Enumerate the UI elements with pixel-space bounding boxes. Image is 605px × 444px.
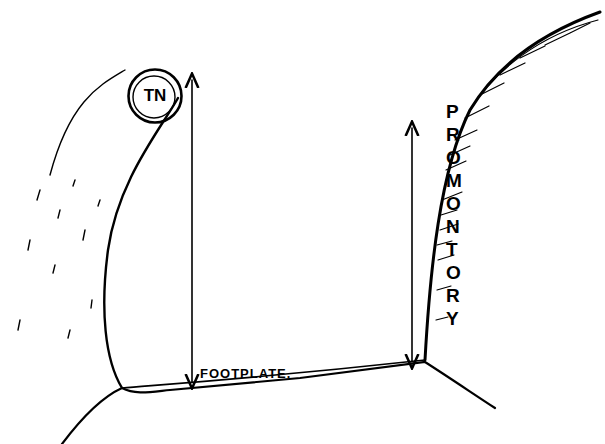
part-label: PROMONTORY: [446, 100, 457, 330]
part-label: FOOTPLATE.: [200, 366, 291, 381]
node-text: TN: [144, 86, 167, 106]
nerve-circle: TN: [127, 68, 183, 124]
